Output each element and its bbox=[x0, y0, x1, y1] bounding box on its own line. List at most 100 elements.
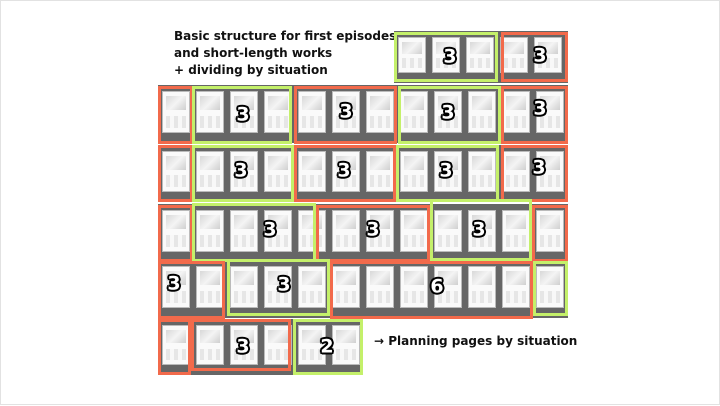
page-thumbnail[interactable] bbox=[332, 325, 360, 365]
scene-group-outline bbox=[294, 145, 396, 202]
page-thumbnail[interactable] bbox=[332, 210, 360, 252]
scene-group-outline bbox=[191, 319, 291, 371]
page-thumbnail[interactable] bbox=[332, 91, 360, 133]
page-thumbnail[interactable] bbox=[536, 91, 564, 133]
page-thumbnail[interactable] bbox=[230, 151, 258, 192]
page-count-badge: 3 bbox=[167, 272, 181, 295]
page-thumbnail[interactable] bbox=[162, 325, 190, 365]
title-line: and short-length works bbox=[174, 46, 333, 60]
page-thumbnail[interactable] bbox=[536, 210, 564, 252]
page-thumbnail[interactable] bbox=[230, 210, 258, 252]
page-thumbnail[interactable] bbox=[196, 325, 224, 365]
page-thumbnail[interactable] bbox=[500, 37, 528, 73]
page-thumbnail[interactable] bbox=[468, 91, 496, 133]
scene-group-outline bbox=[158, 261, 225, 319]
page-count-badge: 3 bbox=[533, 97, 547, 120]
page-thumbnail[interactable] bbox=[536, 151, 564, 192]
page-thumbnail[interactable] bbox=[230, 266, 258, 308]
page-count-badge: 3 bbox=[443, 45, 457, 68]
page-count-badge: 3 bbox=[533, 44, 547, 67]
page-thumbnail[interactable] bbox=[264, 91, 292, 133]
page-thumbnail[interactable] bbox=[298, 325, 326, 365]
page-thumbnail[interactable] bbox=[434, 210, 462, 252]
scene-group-outline bbox=[158, 145, 193, 202]
scene-group-outline bbox=[158, 86, 193, 144]
scene-group-outline bbox=[501, 145, 568, 202]
situation-group-outline bbox=[227, 259, 330, 316]
page-thumbnail[interactable] bbox=[400, 151, 428, 192]
situation-group-outline bbox=[398, 86, 501, 144]
page-count-badge: 3 bbox=[277, 273, 291, 296]
page-thumbnail[interactable] bbox=[366, 91, 394, 133]
page-thumbnail[interactable] bbox=[502, 266, 530, 308]
page-thumbnail[interactable] bbox=[162, 151, 190, 192]
page-thumbnail[interactable] bbox=[196, 91, 224, 133]
page-thumbnail[interactable] bbox=[332, 266, 360, 308]
page-thumbnail[interactable] bbox=[468, 266, 496, 308]
page-thumbnail[interactable] bbox=[264, 151, 292, 192]
scene-group-outline bbox=[158, 205, 193, 262]
page-thumbnail[interactable] bbox=[398, 37, 426, 73]
page-thumbnail[interactable] bbox=[468, 151, 496, 192]
slide-title: Basic structure for first episodes and s… bbox=[174, 28, 397, 79]
page-thumbnail[interactable] bbox=[400, 266, 428, 308]
page-count-badge: 3 bbox=[236, 335, 250, 358]
page-count-badge: 3 bbox=[263, 218, 277, 241]
page-thumbnail[interactable] bbox=[264, 325, 292, 365]
situation-group-outline bbox=[192, 203, 316, 262]
page-count-badge: 3 bbox=[337, 159, 351, 182]
page-thumbnail[interactable] bbox=[298, 266, 326, 308]
page-count-badge: 6 bbox=[430, 275, 444, 298]
page-thumbnail[interactable] bbox=[298, 91, 326, 133]
page-thumbnail[interactable] bbox=[332, 151, 360, 192]
title-line: + dividing by situation bbox=[174, 63, 328, 77]
page-row-band bbox=[158, 145, 568, 202]
page-count-badge: 3 bbox=[366, 218, 380, 241]
page-thumbnail[interactable] bbox=[434, 151, 462, 192]
page-thumbnail[interactable] bbox=[196, 266, 224, 308]
page-thumbnail[interactable] bbox=[196, 151, 224, 192]
page-count-badge: 2 bbox=[320, 335, 334, 358]
page-thumbnail[interactable] bbox=[400, 91, 428, 133]
page-thumbnail[interactable] bbox=[432, 37, 460, 73]
page-thumbnail[interactable] bbox=[502, 151, 530, 192]
page-thumbnail[interactable] bbox=[536, 266, 564, 308]
scene-group-outline bbox=[294, 86, 397, 144]
page-thumbnail[interactable] bbox=[196, 210, 224, 252]
page-thumbnail[interactable] bbox=[230, 325, 258, 365]
scene-group-outline bbox=[501, 32, 568, 82]
page-thumbnail[interactable] bbox=[264, 210, 292, 252]
page-thumbnail[interactable] bbox=[502, 210, 530, 252]
page-thumbnail[interactable] bbox=[230, 91, 258, 133]
situation-group-outline bbox=[533, 261, 568, 316]
caption-planning-by-situation: → Planning pages by situation bbox=[374, 334, 578, 348]
situation-group-outline bbox=[192, 145, 294, 202]
situation-group-outline bbox=[394, 32, 498, 82]
page-thumbnail[interactable] bbox=[366, 210, 394, 252]
page-thumbnail[interactable] bbox=[162, 91, 190, 133]
scene-group-outline bbox=[501, 86, 568, 144]
page-thumbnail[interactable] bbox=[434, 91, 462, 133]
page-thumbnail[interactable] bbox=[162, 210, 190, 252]
page-row-band bbox=[158, 260, 568, 318]
page-count-badge: 3 bbox=[441, 101, 455, 124]
title-line: Basic structure for first episodes bbox=[174, 29, 397, 43]
page-thumbnail[interactable] bbox=[466, 37, 494, 73]
page-thumbnail[interactable] bbox=[366, 151, 394, 192]
page-thumbnail[interactable] bbox=[264, 266, 292, 308]
scene-group-outline bbox=[330, 261, 533, 319]
situation-group-outline bbox=[430, 199, 532, 261]
page-thumbnail[interactable] bbox=[534, 37, 562, 73]
page-thumbnail[interactable] bbox=[434, 266, 462, 308]
page-count-badge: 3 bbox=[234, 159, 248, 182]
page-thumbnail[interactable] bbox=[366, 266, 394, 308]
page-count-badge: 3 bbox=[339, 100, 353, 123]
page-thumbnail[interactable] bbox=[468, 210, 496, 252]
page-count-badge: 3 bbox=[472, 218, 486, 241]
scene-group-outline bbox=[158, 319, 191, 375]
page-thumbnail[interactable] bbox=[298, 151, 326, 192]
page-count-badge: 3 bbox=[236, 103, 250, 126]
page-thumbnail[interactable] bbox=[162, 266, 190, 308]
page-thumbnail[interactable] bbox=[502, 91, 530, 133]
